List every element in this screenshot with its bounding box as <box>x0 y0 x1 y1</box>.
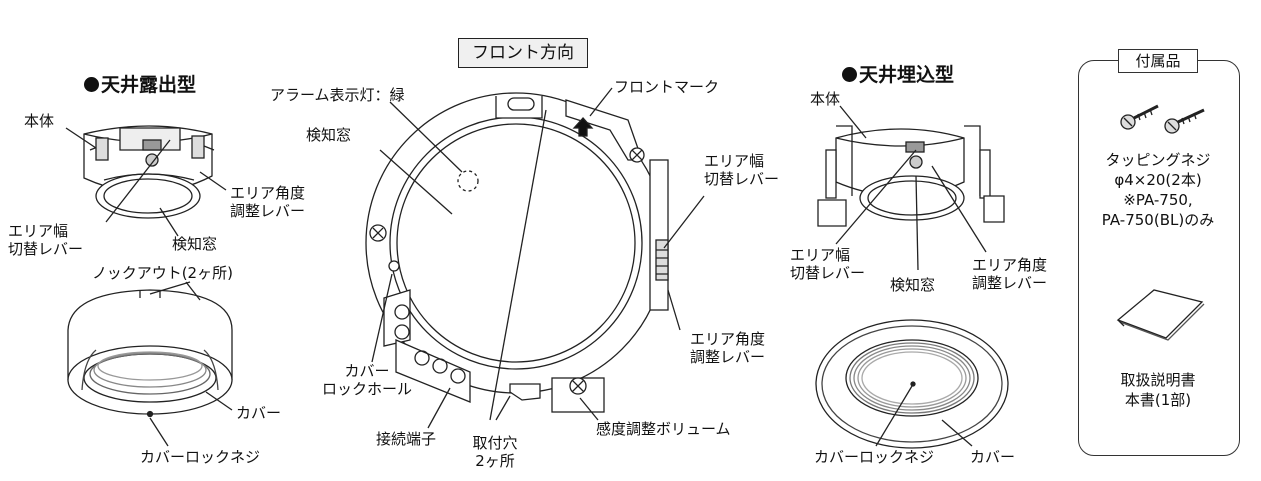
center-top-view <box>365 92 669 413</box>
manual-booklet-icon <box>1116 289 1205 341</box>
embedded-label-area-angle: エリア角度調整レバー <box>972 256 1048 292</box>
embedded-label-cover: カバー <box>970 448 1016 466</box>
center-label-terminals: 接続端子 <box>376 430 437 448</box>
exposed-label-body: 本体 <box>24 112 55 130</box>
accessory-screw-text: タッピングネジ φ4×20(2本) ※PA-750, PA-750(BL)のみ <box>1101 151 1215 229</box>
center-label-sensitivity: 感度調整ボリューム <box>596 420 731 438</box>
center-label-area-width: エリア幅切替レバー <box>704 152 780 188</box>
embedded-label-area-width: エリア幅切替レバー <box>790 246 866 282</box>
accessories-title: 付属品 <box>1118 49 1198 73</box>
embedded-heading: 天井埋込型 <box>842 60 954 87</box>
accessory-manual-text: 取扱説明書 本書(1部) <box>1120 371 1196 409</box>
exposed-body-drawing <box>83 125 215 219</box>
center-label-front-mark: フロントマーク <box>614 78 720 96</box>
exposed-heading: 天井露出型 <box>84 70 196 97</box>
embedded-body-drawing <box>817 125 1005 227</box>
bullet-dot-icon <box>84 77 99 92</box>
embedded-label-cover-screw: カバーロックネジ <box>814 448 935 466</box>
exposed-cover-drawing <box>67 289 233 418</box>
exposed-label-cover-screw: カバーロックネジ <box>140 448 261 466</box>
exposed-label-knockout: ノックアウト(2ヶ所) <box>92 264 233 282</box>
exposed-label-area-angle: エリア角度調整レバー <box>230 184 306 220</box>
front-direction-box: フロント方向 <box>458 38 588 68</box>
center-label-window: 検知窓 <box>306 126 352 144</box>
tapping-screw-icons <box>1120 104 1205 134</box>
exposed-label-cover: カバー <box>236 404 282 422</box>
center-label-cover-lock-hole: カバーロックホール <box>322 362 413 398</box>
bullet-dot-icon <box>842 67 857 82</box>
embedded-label-window: 検知窓 <box>890 276 936 294</box>
embedded-cover-drawing <box>815 319 1009 449</box>
center-label-area-angle: エリア角度調整レバー <box>690 330 766 366</box>
embedded-label-body: 本体 <box>810 90 841 108</box>
exposed-label-window: 検知窓 <box>172 235 218 253</box>
center-label-alarm-lamp: アラーム表示灯：緑 <box>270 86 405 104</box>
exposed-label-area-width: エリア幅切替レバー <box>8 222 84 258</box>
